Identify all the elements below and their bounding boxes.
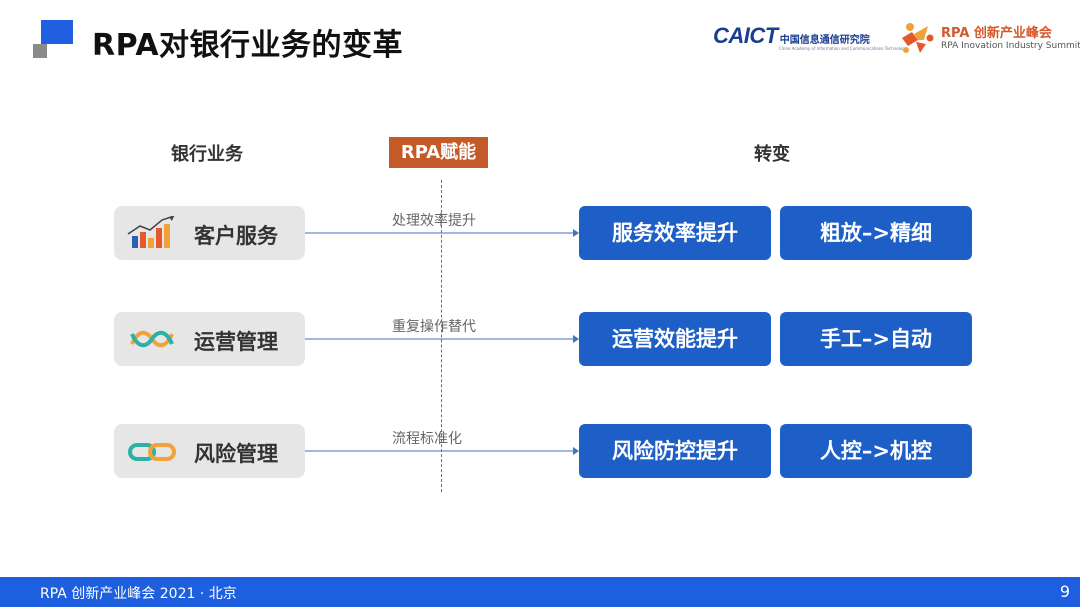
chain-link-icon	[128, 443, 176, 461]
footer-event: RPA 创新产业峰会 2021 · 北京	[40, 586, 237, 602]
transition-box: 人控–>机控	[780, 424, 972, 478]
summit-logo-icon	[902, 23, 934, 53]
column-header-rpa: RPA赋能	[389, 137, 488, 168]
caict-wordmark: CAICT	[713, 23, 778, 48]
column-header-change: 转变	[754, 144, 790, 165]
summit-title: RPA 创新产业峰会	[941, 26, 1052, 41]
enable-label: 流程标准化	[392, 431, 462, 447]
summit-subtitle: RPA Inovation Industry Summit	[941, 41, 1080, 51]
transition-box: 手工–>自动	[780, 312, 972, 366]
business-pill: 客户服务	[114, 206, 305, 260]
caict-logo: CAICT 中国信息通信研究院 China Academy of Informa…	[713, 23, 907, 54]
transition-box: 粗放–>精细	[780, 206, 972, 260]
column-header-business: 银行业务	[171, 144, 243, 165]
result-box: 服务效率提升	[579, 206, 771, 260]
result-box: 运营效能提升	[579, 312, 771, 366]
caict-english-name: China Academy of Information and Communi…	[779, 46, 908, 51]
business-label: 运营管理	[194, 330, 278, 354]
page-title: RPA对银行业务的变革	[92, 28, 404, 63]
page-number: 9	[1059, 582, 1070, 601]
business-label: 客户服务	[194, 224, 278, 248]
footer-bar: RPA 创新产业峰会 2021 · 北京 9	[0, 577, 1080, 607]
brand-square-gray	[33, 44, 47, 58]
enable-label: 重复操作替代	[392, 319, 476, 335]
business-pill: 运营管理	[114, 312, 305, 366]
business-label: 风险管理	[194, 442, 278, 466]
result-box: 风险防控提升	[579, 424, 771, 478]
arrow-connector	[305, 229, 579, 237]
enable-label: 处理效率提升	[392, 213, 476, 229]
rpa-divider-line	[441, 180, 442, 492]
wave-icon	[130, 330, 174, 348]
business-pill: 风险管理	[114, 424, 305, 478]
arrow-connector	[305, 447, 579, 455]
caict-chinese-name: 中国信息通信研究院	[779, 35, 870, 46]
growth-chart-icon	[127, 216, 175, 248]
brand-square-blue	[41, 20, 73, 44]
arrow-connector	[305, 335, 579, 343]
